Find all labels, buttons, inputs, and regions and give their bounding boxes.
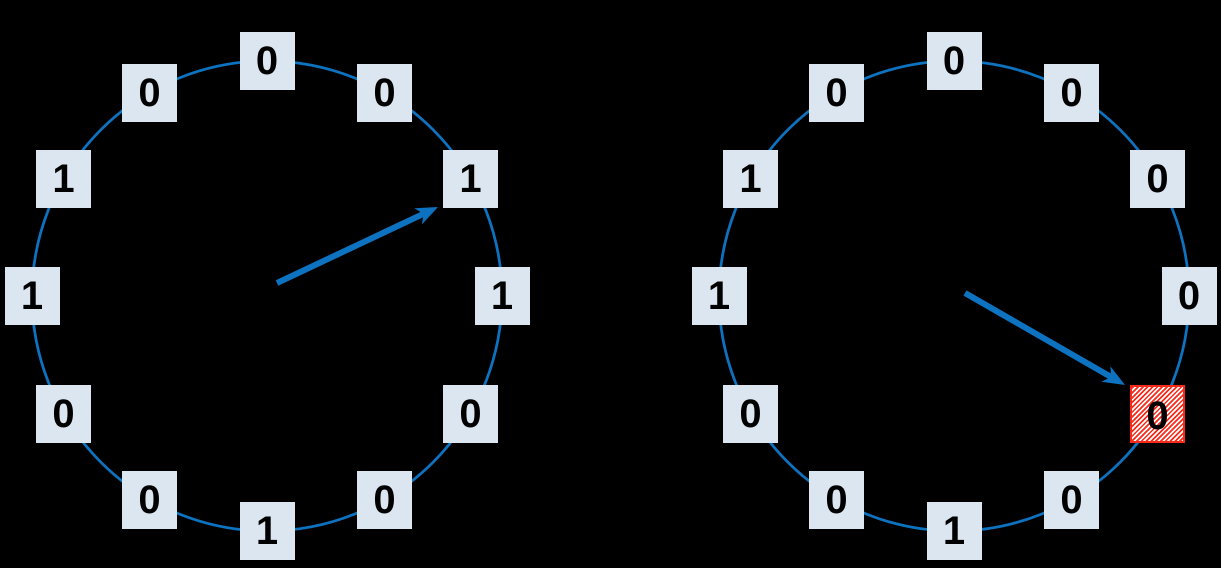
- bit-cell: 1: [926, 502, 982, 560]
- bit-cell: 0: [926, 32, 982, 90]
- bit-cell: 0: [1044, 63, 1099, 122]
- clock-ring-before: 0 0 1 1 0 0 1 0 0 1 1 0: [0, 0, 537, 568]
- bit-cell: 1: [443, 149, 498, 208]
- bit-cell-selected: 0: [1130, 384, 1185, 443]
- bit-cell: 0: [36, 384, 91, 443]
- bit-cell: 0: [723, 384, 778, 443]
- bit-cell: 0: [357, 63, 412, 122]
- bit-cell: 1: [4, 267, 60, 325]
- bit-cell: 0: [809, 63, 864, 122]
- bit-cell: 0: [809, 470, 864, 529]
- bit-cell: 1: [239, 502, 295, 560]
- bit-cell: 0: [122, 63, 177, 122]
- bit-cell: 1: [691, 267, 747, 325]
- ring-circle: [717, 59, 1191, 533]
- bit-cell: 0: [357, 470, 412, 529]
- bit-cell: 0: [443, 384, 498, 443]
- bit-cell: 0: [122, 470, 177, 529]
- bit-cell: 0: [239, 32, 295, 90]
- bit-cell: 0: [1130, 149, 1185, 208]
- clock-ring-after: 0 0 0 0 0 0 1 0 0 1 1 0: [687, 0, 1221, 568]
- bit-cell: 0: [1161, 267, 1217, 325]
- ring-circle: [30, 59, 504, 533]
- bit-cell: 1: [474, 267, 530, 325]
- bit-cell: 1: [36, 149, 91, 208]
- bit-cell: 1: [723, 149, 778, 208]
- bit-cell: 0: [1044, 470, 1099, 529]
